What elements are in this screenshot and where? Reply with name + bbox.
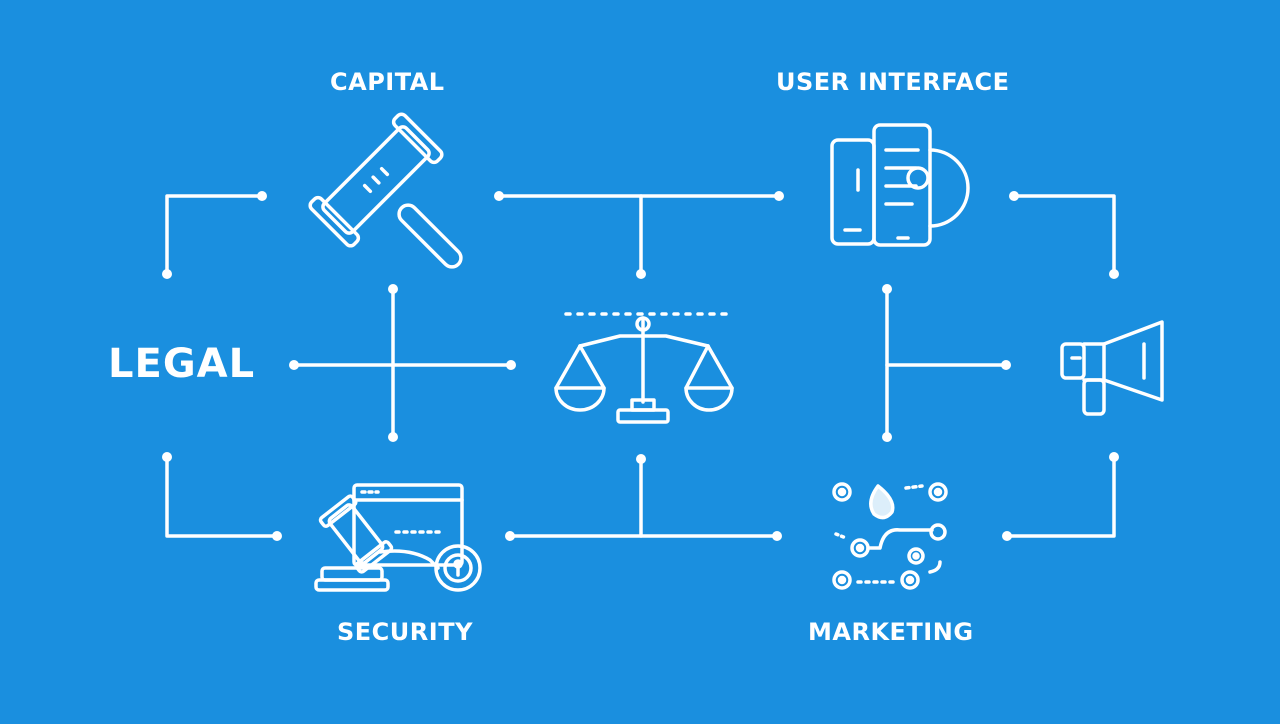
dot [257,191,267,201]
gavel-browser-lock-icon [314,483,482,592]
dot [636,454,646,464]
connector-bottom-left [165,455,279,538]
connector-lines [165,194,1116,538]
label-capital: CAPITAL [330,68,445,96]
label-user-interface: USER INTERFACE [776,68,1010,96]
dot [1109,269,1119,279]
dot [1002,531,1012,541]
megaphone-icon [1060,320,1164,416]
dot [772,531,782,541]
network-nodes-icon [832,482,948,590]
dot [289,360,299,370]
label-marketing: MARKETING [808,618,974,646]
dot [272,531,282,541]
balance-scale-icon [554,312,734,424]
gavel-icon [308,112,463,269]
dot [506,360,516,370]
dot [882,432,892,442]
connector-bottom-right [1005,455,1116,538]
dot [882,284,892,294]
dot [774,191,784,201]
mobile-screens-icon [830,123,970,247]
connector-top-right [1012,194,1116,276]
dot [1001,360,1011,370]
dot [494,191,504,201]
dot [505,531,515,541]
dot [1009,191,1019,201]
label-legal: LEGAL [108,341,256,387]
label-security: SECURITY [337,618,473,646]
dot [636,269,646,279]
dot [388,284,398,294]
connector-top-left [165,194,264,276]
connector-dots [162,191,1119,541]
dot [162,269,172,279]
dot [162,452,172,462]
dot [388,432,398,442]
dot [1109,452,1119,462]
